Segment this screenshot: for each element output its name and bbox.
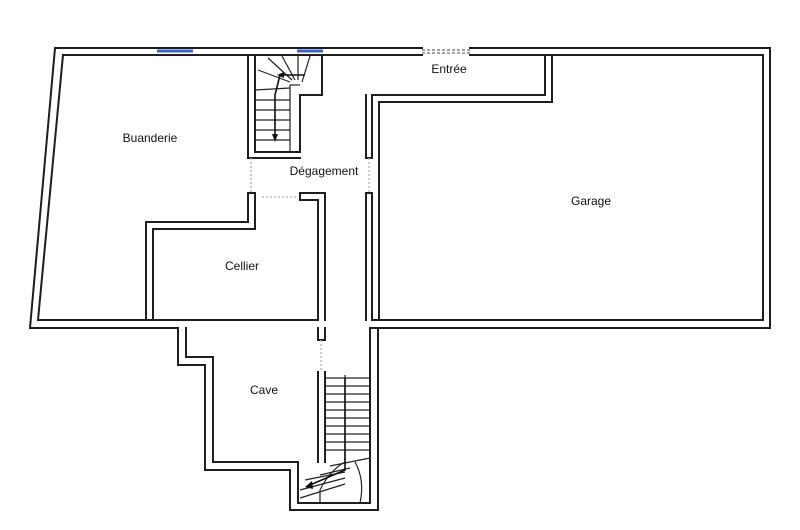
cave-walls	[177, 327, 379, 511]
garage-walls	[365, 54, 553, 321]
cave-staircase	[299, 375, 371, 504]
label-entree: Entrée	[431, 62, 467, 76]
outer-walls	[28, 46, 771, 330]
label-buanderie: Buanderie	[123, 131, 178, 145]
top-stair-walls	[247, 54, 323, 159]
top-staircase	[254, 55, 311, 152]
cellier-walls	[145, 192, 326, 321]
label-cellier: Cellier	[225, 259, 259, 273]
label-garage: Garage	[571, 194, 611, 208]
openings	[250, 49, 470, 372]
label-cave: Cave	[250, 383, 278, 397]
label-degagement: Dégagement	[290, 164, 359, 178]
